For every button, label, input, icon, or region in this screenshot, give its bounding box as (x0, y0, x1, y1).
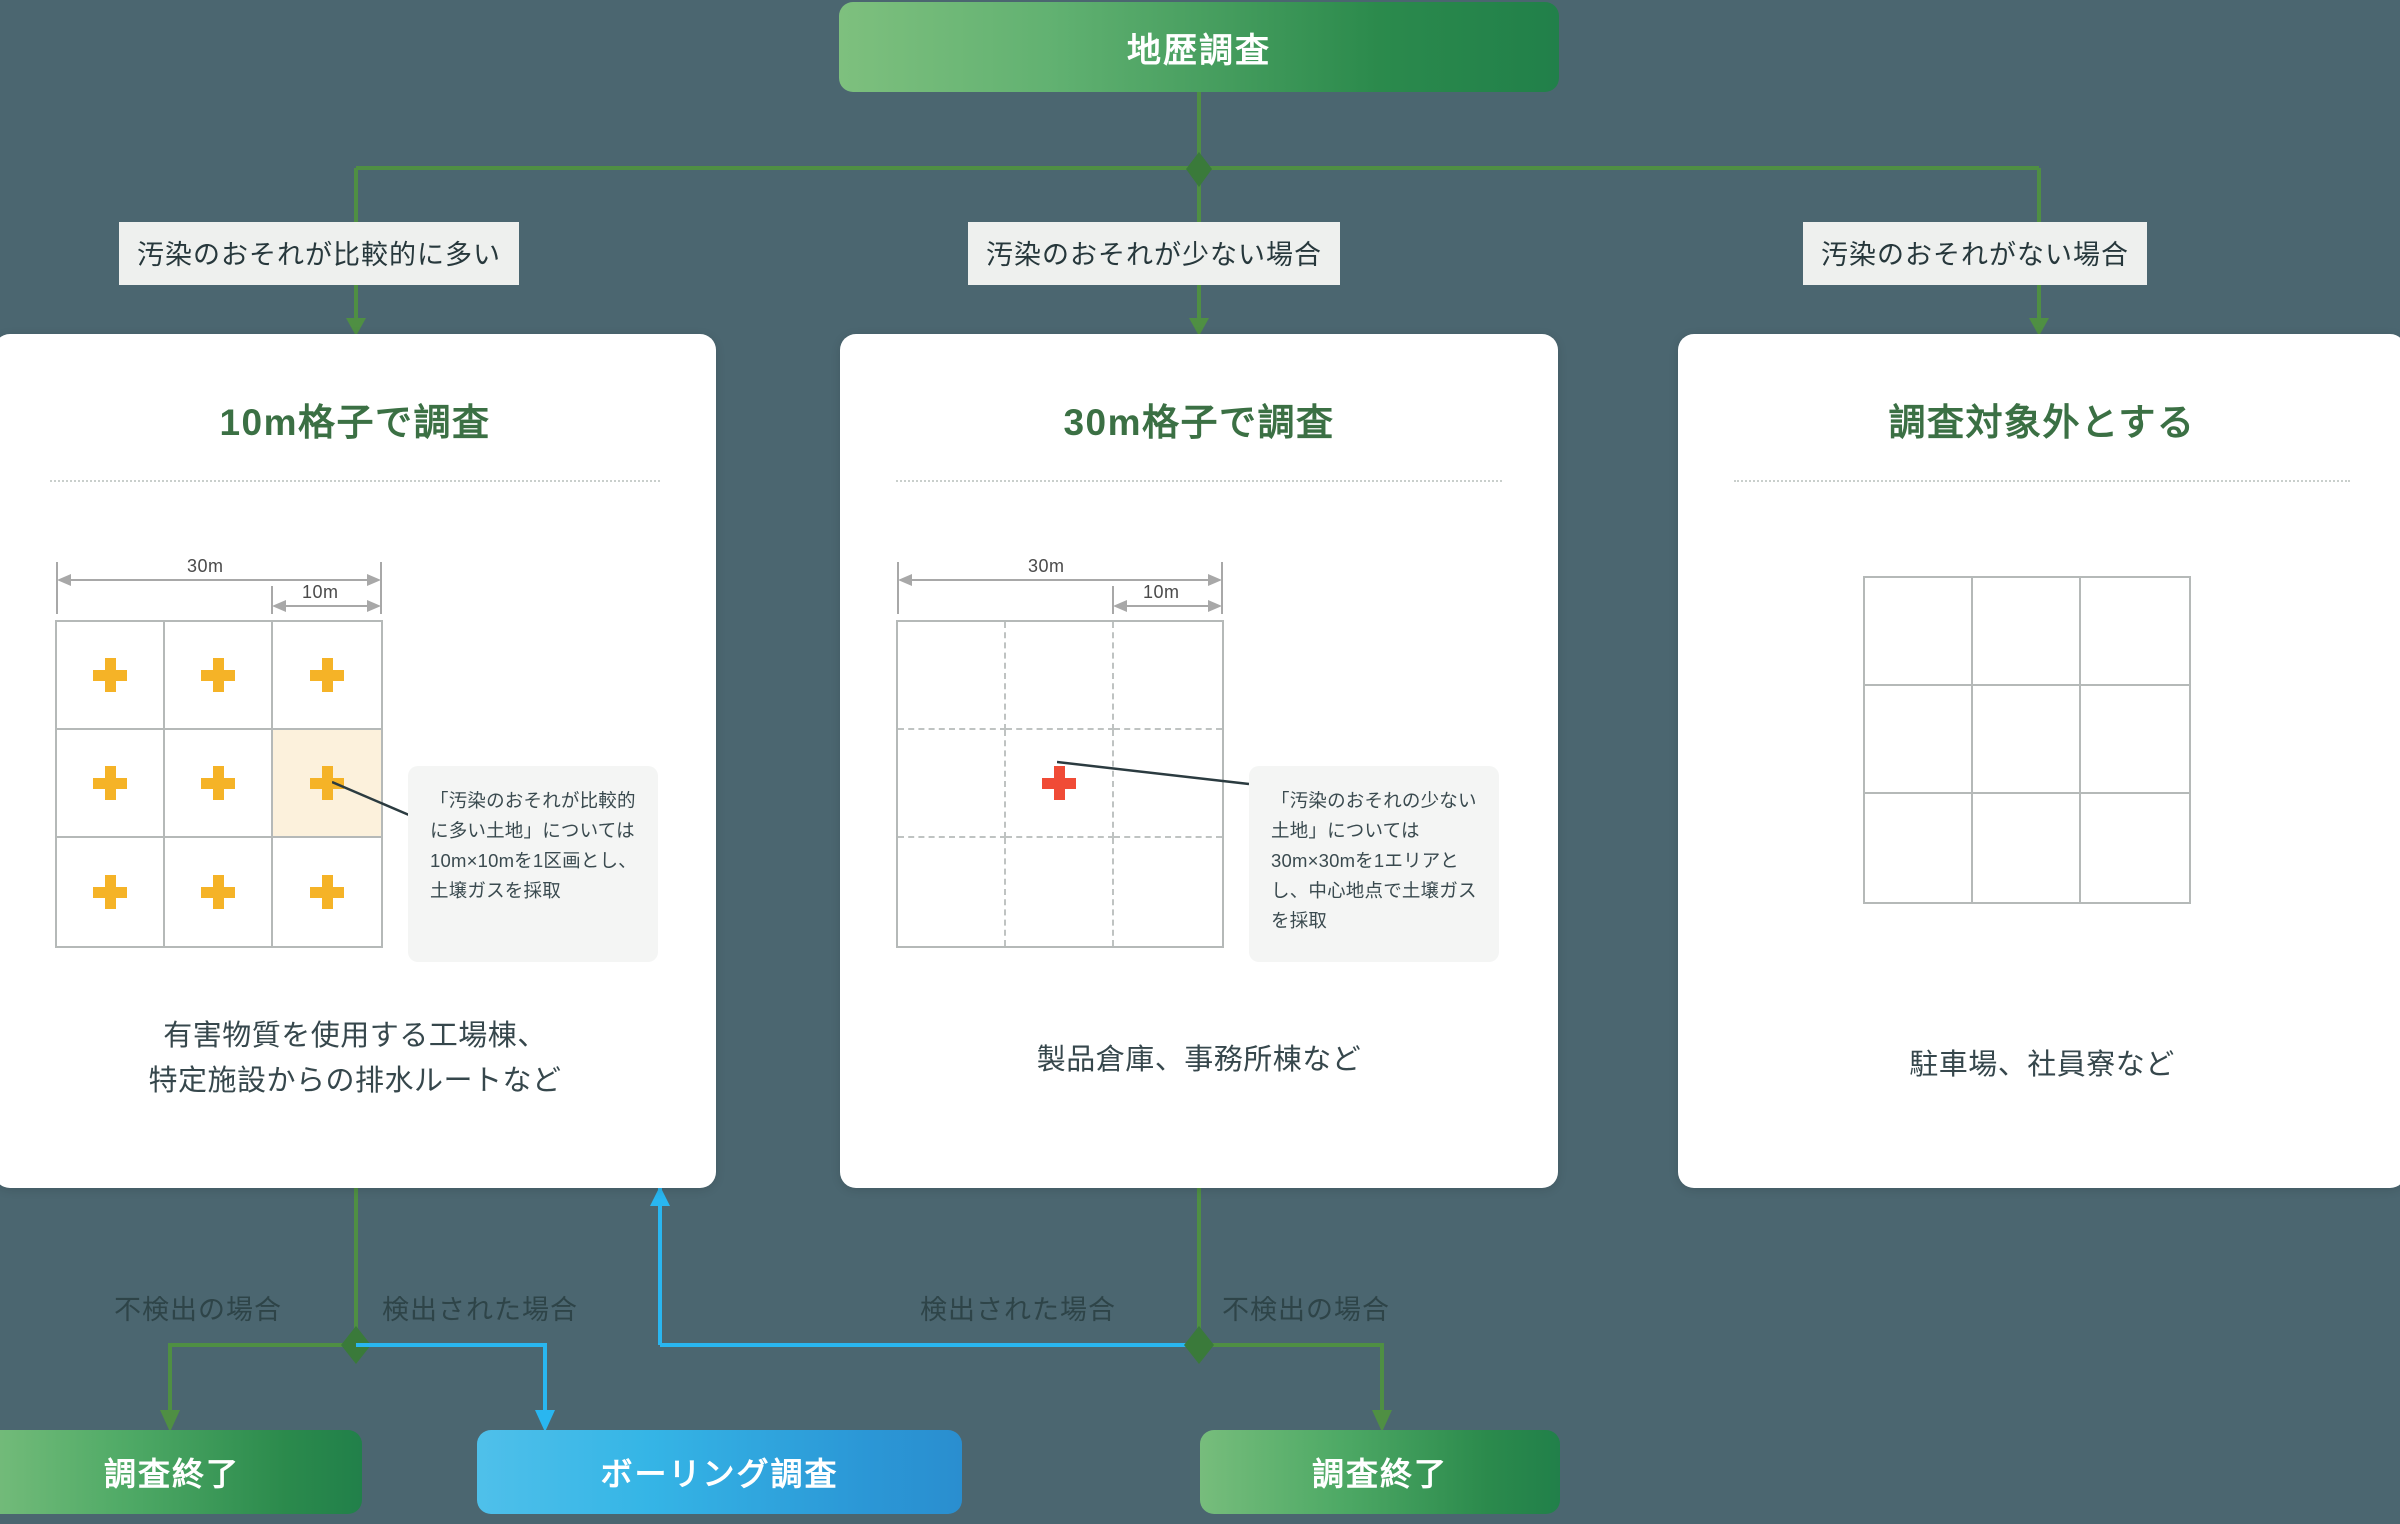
terminal-label: 調査終了 (103, 1456, 240, 1492)
sample-point-cross-icon (93, 875, 127, 909)
sample-point-cross-icon (310, 658, 344, 692)
terminal-survey-complete-left[interactable]: 調査終了 (0, 1430, 362, 1514)
bus-diamond-node (1186, 152, 1212, 187)
arrow-into-card-0 (346, 318, 366, 336)
card-footer-30m: 製品倉庫、事務所棟など (840, 1038, 1558, 1083)
arrow-into-card-1 (1189, 318, 1209, 336)
sample-point-cross-icon (310, 766, 344, 800)
dimension-row: 30m 10m (55, 556, 385, 620)
grid-cell (165, 838, 273, 946)
grid-cell (1973, 578, 2081, 686)
grid-3x3-10m (55, 620, 383, 948)
grid-cell (1006, 622, 1114, 730)
grid-cell (165, 730, 273, 838)
wire-card1-to-end (1199, 1343, 1384, 1412)
grid-cell (273, 838, 381, 946)
branch-label-no-risk: 汚染のおそれがない場合 (1803, 222, 2147, 285)
card-footer-line-2: 特定施設からの排水ルートなど (148, 1064, 562, 1097)
dimension-inner-label: 10m (302, 582, 339, 602)
sample-point-cross-icon (1042, 766, 1076, 800)
branch-label-low-risk: 汚染のおそれが少ない場合 (968, 222, 1340, 285)
grid-cell (1865, 686, 1973, 794)
right-decision-diamond (1184, 1326, 1214, 1364)
callout-10m: 「汚染のおそれが比較的に多い土地」については10m×10mを1区画とし、土壌ガス… (408, 766, 658, 962)
grid-cell (898, 838, 1006, 946)
card-footer-line-1: 駐車場、社員寮など (1909, 1049, 2175, 1081)
grid-cell (1865, 794, 1973, 902)
grid-cell (1973, 686, 2081, 794)
card-30m-grid[interactable]: 30m格子で調査 (840, 334, 1558, 1188)
card-divider (50, 480, 660, 482)
grid-cell (898, 730, 1006, 838)
card-divider (1734, 480, 2350, 482)
grid-cell (57, 730, 165, 838)
card-divider (896, 480, 1502, 482)
arrow-into-terminal-1 (535, 1410, 555, 1432)
grid-3x3-empty (1863, 576, 2191, 904)
dimension-arrows (56, 562, 382, 614)
dimension-outer-label: 30m (1028, 556, 1065, 576)
bottom-label-not-detected-left: 不検出の場合 (114, 1295, 282, 1325)
branch-label-high-risk: 汚染のおそれが比較的に多い (119, 222, 519, 285)
terminal-survey-complete-right[interactable]: 調査終了 (1200, 1430, 1560, 1514)
bottom-label-not-detected-right: 不検出の場合 (1222, 1295, 1390, 1325)
dimension-inner-label: 10m (1143, 582, 1180, 602)
sample-point-cross-icon (93, 658, 127, 692)
grid-cell (1865, 578, 1973, 686)
grid-3x3-30m (896, 620, 1224, 948)
sample-point-cross-icon (201, 766, 235, 800)
sample-point-cross-icon (201, 875, 235, 909)
card-out-of-scope[interactable]: 調査対象外とする (1678, 334, 2400, 1188)
card-footer-line-1: 製品倉庫、事務所棟など (1036, 1044, 1362, 1076)
card-footer-10m: 有害物質を使用する工場棟、 特定施設からの排水ルートなど (0, 1014, 716, 1104)
root-node-label: 地歴調査 (1127, 31, 1271, 70)
callout-leader-line-0 (332, 780, 417, 820)
wire-card0-to-end (168, 1343, 356, 1412)
grid-cell-highlighted (273, 730, 381, 838)
grid-cell (2081, 686, 2189, 794)
diagram-10m-grid: 30m 10m (55, 556, 385, 948)
grid-cell (898, 622, 1006, 730)
grid-cell (1114, 730, 1222, 838)
sample-point-cross-icon (310, 875, 344, 909)
terminal-label: 調査終了 (1311, 1456, 1448, 1492)
diagram-30m-grid: 30m 10m (896, 556, 1226, 948)
card-title: 調査対象外とする (1888, 402, 2196, 443)
diagram-empty-grid (1863, 576, 2191, 904)
terminal-label: ボーリング調査 (600, 1456, 839, 1492)
grid-cell (1006, 838, 1114, 946)
card-title: 10m格子で調査 (219, 402, 491, 443)
callout-leader-line-1 (1057, 760, 1250, 786)
dimension-outer-label: 30m (187, 556, 224, 576)
bottom-label-detected-left: 検出された場合 (382, 1295, 578, 1325)
sample-point-cross-icon (93, 766, 127, 800)
dimension-arrows (897, 562, 1223, 614)
grid-cell (57, 622, 165, 730)
arrow-into-card-2 (2029, 318, 2049, 336)
sample-point-cross-icon (201, 658, 235, 692)
grid-cell (2081, 794, 2189, 902)
arrow-into-terminal-0 (160, 1410, 180, 1432)
root-node[interactable]: 地歴調査 (839, 2, 1559, 92)
grid-cell (1114, 622, 1222, 730)
grid-cell (57, 838, 165, 946)
card-footer-out-of-scope: 駐車場、社員寮など (1678, 1043, 2400, 1088)
grid-cell (165, 622, 273, 730)
grid-cell-center (1006, 730, 1114, 838)
callout-30m: 「汚染のおそれの少ない土地」については30m×30mを1エリアとし、中心地点で土… (1249, 766, 1499, 962)
grid-cell (273, 622, 381, 730)
card-title: 30m格子で調査 (1063, 402, 1335, 443)
terminal-boring-survey[interactable]: ボーリング調査 (477, 1430, 962, 1514)
dimension-row: 30m 10m (896, 556, 1226, 620)
grid-cell (1114, 838, 1222, 946)
arrow-into-terminal-2 (1372, 1410, 1392, 1432)
wire-card0-to-boring (356, 1343, 547, 1412)
card-footer-line-1: 有害物質を使用する工場棟、 (163, 1020, 547, 1052)
arrow-into-card-0-bottom (650, 1186, 670, 1206)
bottom-label-detected-right: 検出された場合 (920, 1295, 1116, 1325)
grid-cell (1973, 794, 2081, 902)
grid-cell (2081, 578, 2189, 686)
